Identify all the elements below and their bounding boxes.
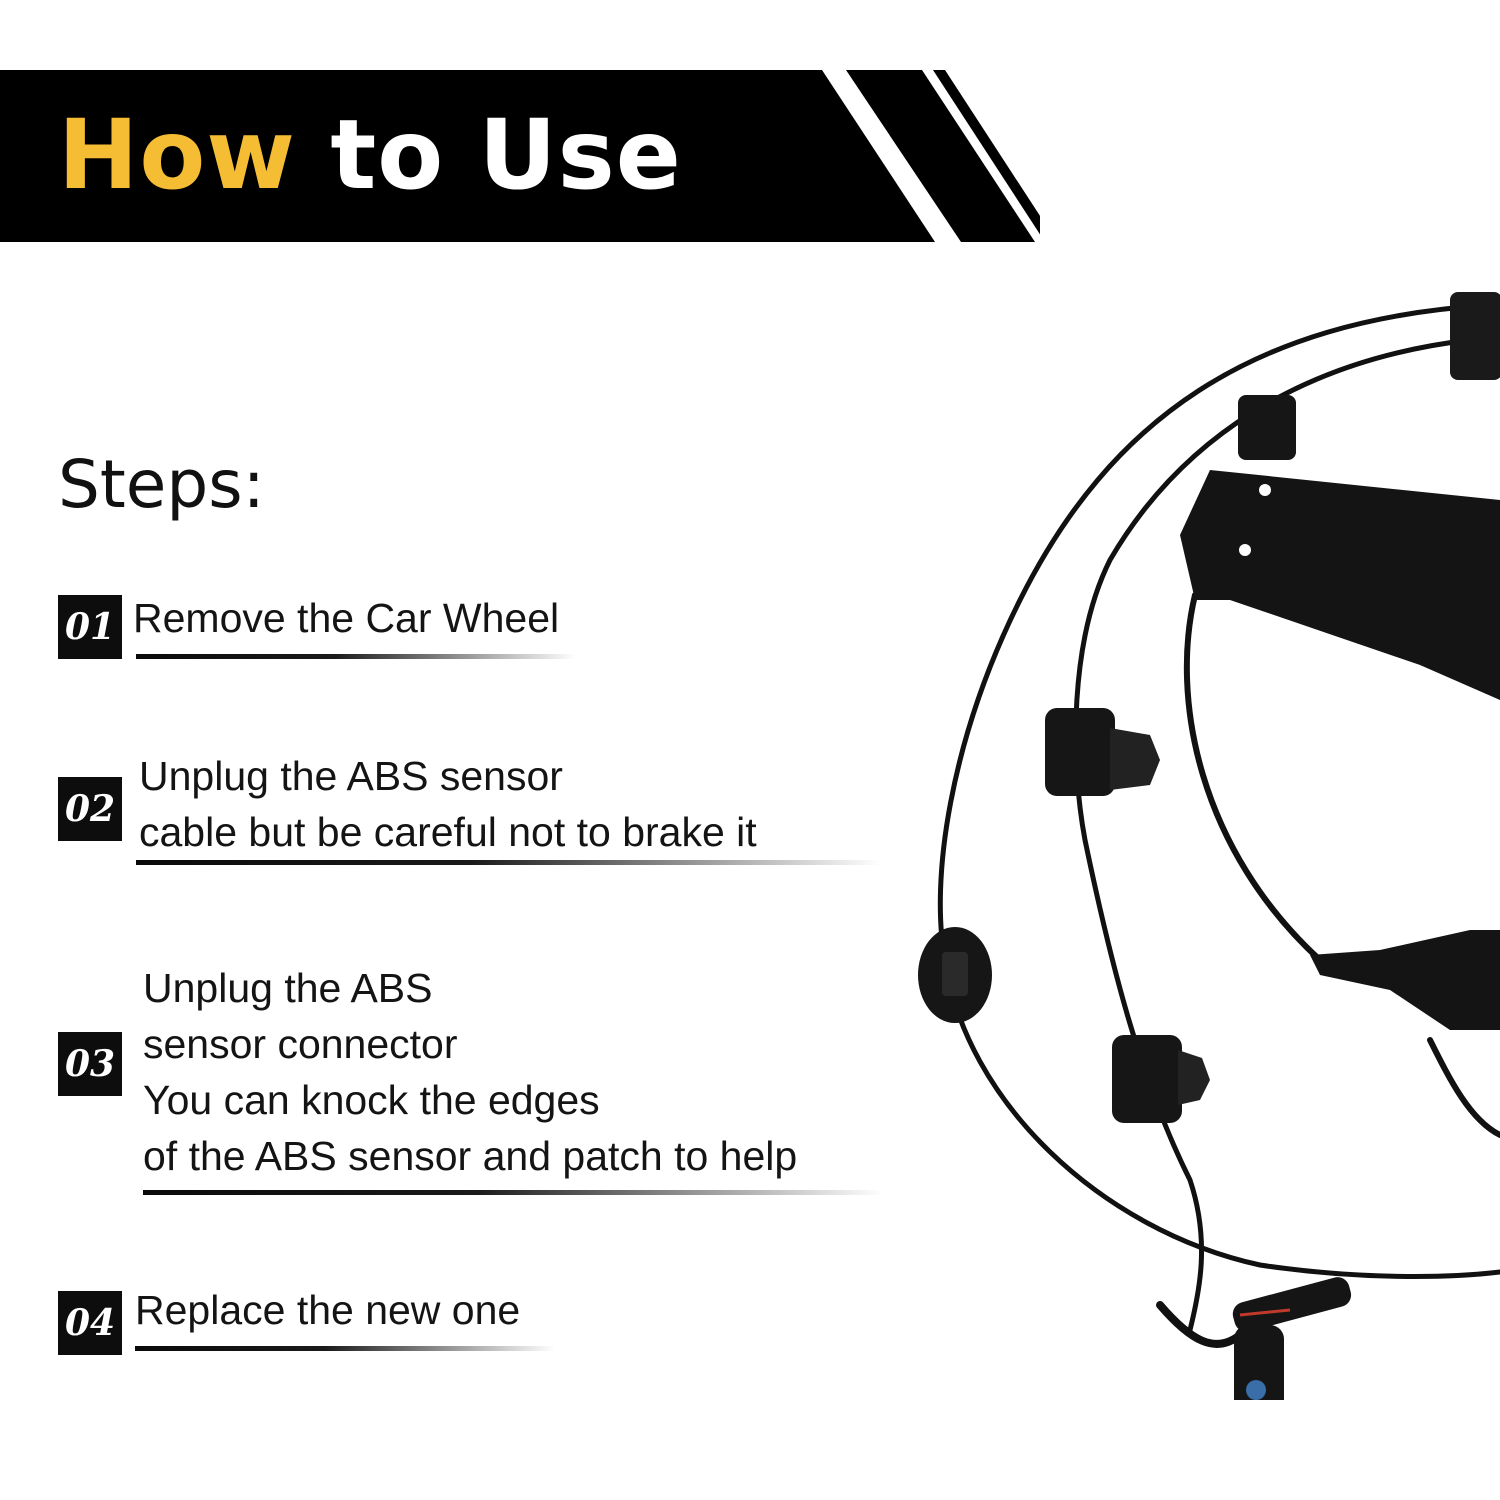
step-text-line: sensor connector xyxy=(143,1021,458,1067)
step-text-line: Replace the new one xyxy=(135,1287,521,1333)
step-underline xyxy=(136,860,881,865)
step-number-badge: 03 xyxy=(58,1032,122,1096)
step-text-line: Unplug the ABS sensor xyxy=(139,753,563,799)
banner-title-rest: to Use xyxy=(295,99,682,211)
abs-sensor-cable-image xyxy=(918,292,1500,1400)
step-number-badge: 01 xyxy=(58,595,122,659)
how-to-use-banner xyxy=(0,70,1040,242)
step-text-line: cable but be careful not to brake it xyxy=(139,809,757,855)
banner-title: How to Use xyxy=(58,96,682,214)
step-underline xyxy=(135,1346,555,1351)
step-text-line: of the ABS sensor and patch to help xyxy=(143,1133,798,1179)
steps-heading: Steps: xyxy=(58,446,265,523)
step-text: Unplug the ABS sensor cable but be caref… xyxy=(139,748,757,860)
step-number-badge: 02 xyxy=(58,777,122,841)
step-text: Unplug the ABS sensor connector You can … xyxy=(143,960,797,1184)
step-text-line: You can knock the edges xyxy=(143,1077,600,1123)
step-text: Replace the new one xyxy=(135,1282,520,1338)
step-text-line: Remove the Car Wheel xyxy=(133,595,560,641)
step-text: Remove the Car Wheel xyxy=(133,590,559,646)
step-underline xyxy=(136,654,576,659)
step-underline xyxy=(143,1190,883,1195)
step-text-line: Unplug the ABS xyxy=(143,965,433,1011)
banner-title-accent: How xyxy=(58,99,296,211)
banner-background xyxy=(0,70,1040,242)
step-number-badge: 04 xyxy=(58,1291,122,1355)
